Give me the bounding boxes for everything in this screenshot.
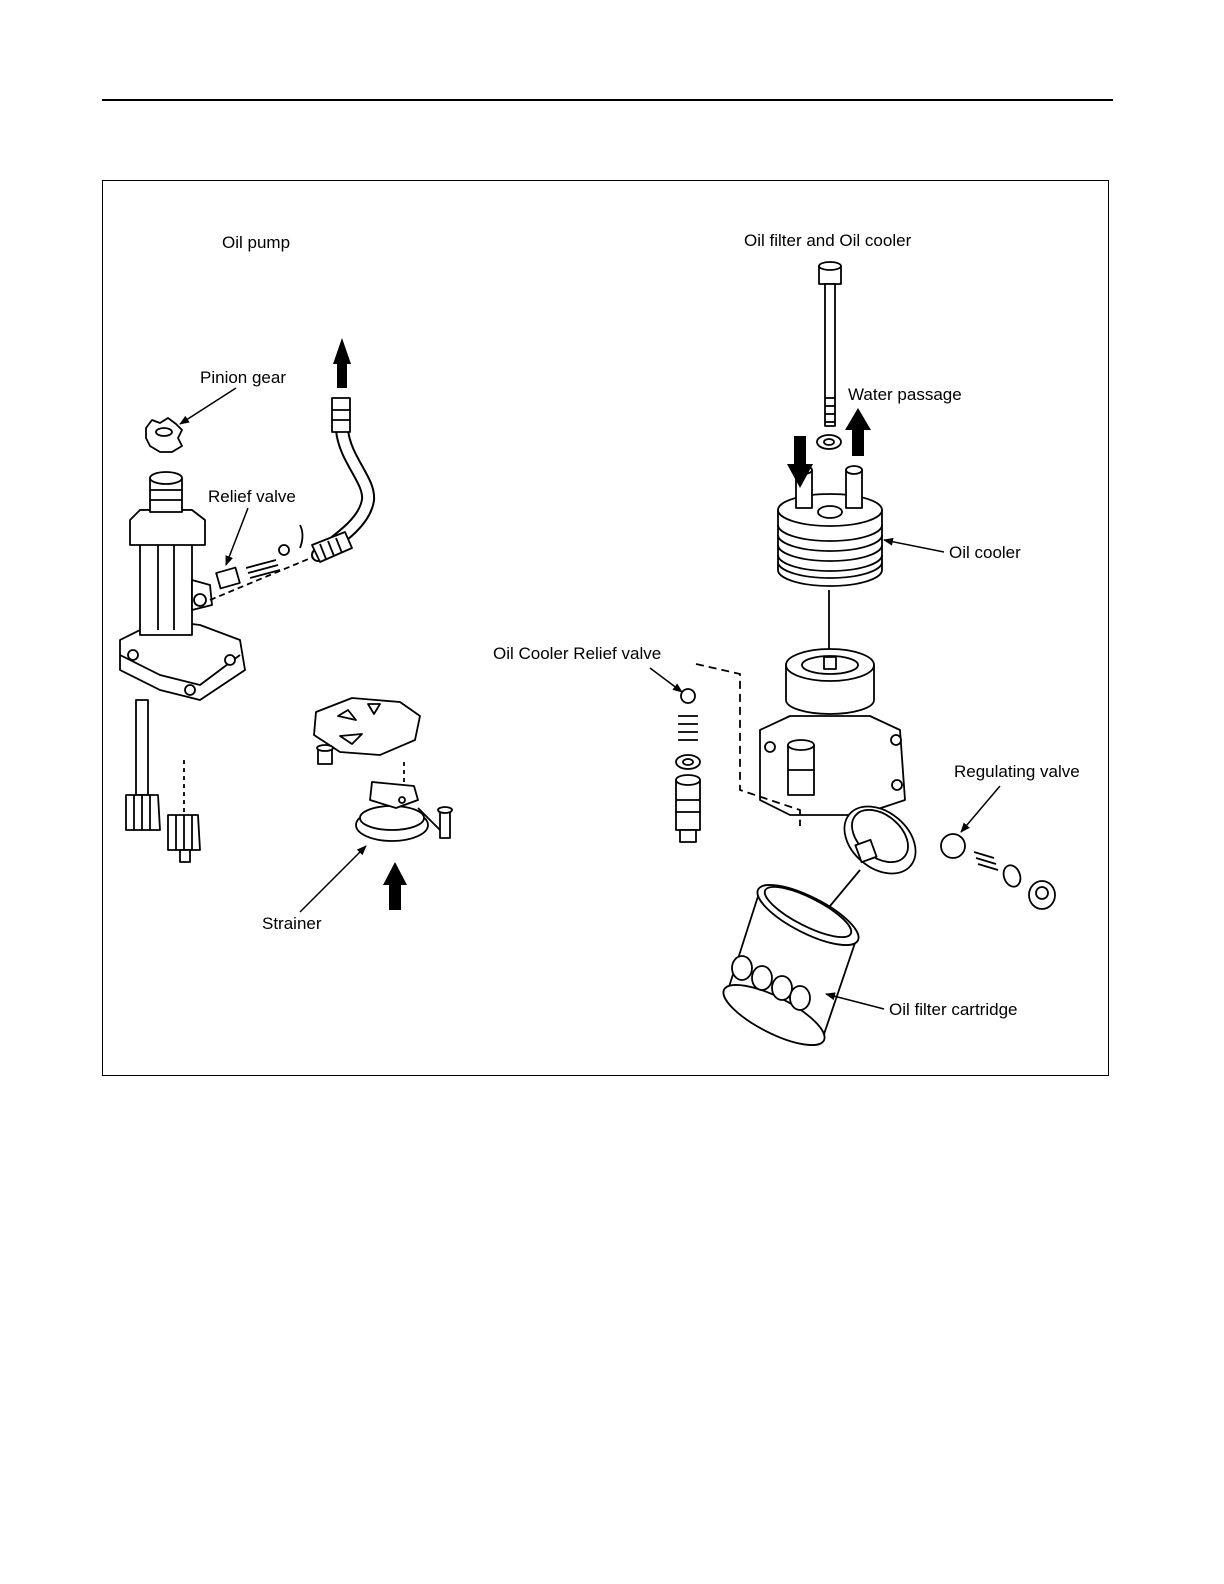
flow-arrow-strainer-inlet (383, 862, 407, 910)
leader-strainer (300, 846, 366, 912)
leader-oil-cooler (884, 540, 944, 552)
flow-arrow-pump-outlet (333, 338, 351, 388)
oil-pump-illustration (120, 398, 452, 862)
section-title-oil-filter-cooler: Oil filter and Oil cooler (744, 231, 912, 250)
oil-cooler-illustration (676, 262, 1055, 1056)
label-regulating-valve: Regulating valve (954, 762, 1080, 781)
leader-relief-valve (226, 508, 248, 565)
leader-regulating-valve (961, 786, 1000, 832)
label-water-passage: Water passage (848, 385, 962, 404)
label-oil-filter-cartridge: Oil filter cartridge (889, 1000, 1017, 1019)
label-oil-cooler-relief-valve: Oil Cooler Relief valve (493, 644, 661, 663)
flow-arrow-water-out (845, 408, 871, 456)
section-title-oil-pump: Oil pump (222, 233, 290, 252)
label-oil-cooler: Oil cooler (949, 543, 1021, 562)
label-strainer: Strainer (262, 914, 322, 933)
label-pinion-gear: Pinion gear (200, 368, 286, 387)
leader-oil-cooler-relief-valve (650, 668, 682, 692)
leader-pinion-gear (180, 388, 236, 424)
label-relief-valve: Relief valve (208, 487, 296, 506)
